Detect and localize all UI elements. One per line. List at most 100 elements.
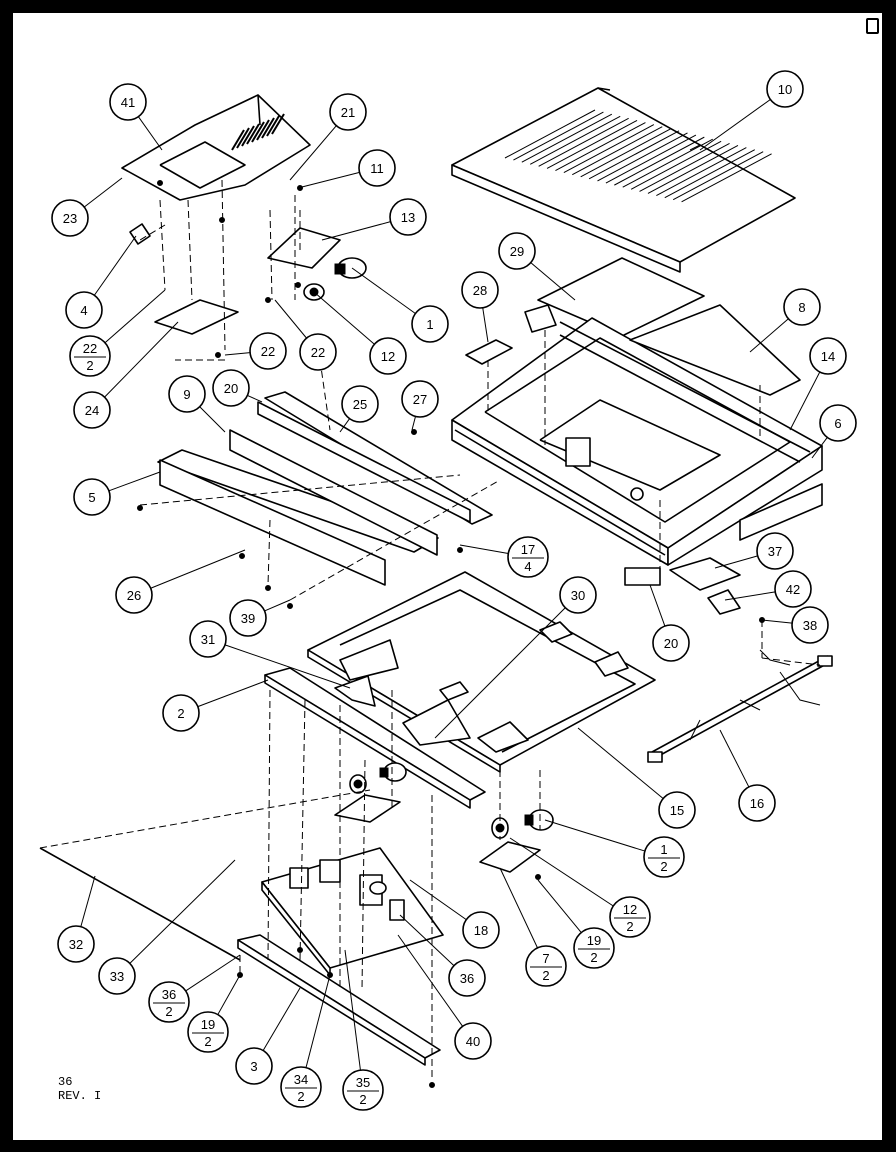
callout-number: 2 [177, 706, 184, 721]
callout-number: 24 [85, 403, 99, 418]
part-9-rail [229, 429, 438, 556]
callout-number: 15 [670, 803, 684, 818]
callout-quantity: 4 [524, 559, 531, 574]
callout-quantity: 2 [204, 1034, 211, 1049]
callout-quantity: 2 [165, 1004, 172, 1019]
callout-number: 20 [224, 381, 238, 396]
callout-21: 21 [329, 93, 367, 131]
part-20-rail [257, 401, 471, 523]
callout-number: 34 [294, 1072, 308, 1087]
callout-number: 28 [473, 283, 487, 298]
callout-15: 15 [658, 791, 696, 829]
callout-32: 32 [57, 925, 95, 963]
part-37-block [669, 557, 741, 591]
page-code: 36 REV. I [58, 1075, 101, 1103]
callout-number: 5 [88, 490, 95, 505]
callout-25: 25 [341, 385, 379, 423]
callout-4: 4 [65, 291, 103, 329]
callout-13: 13 [389, 198, 427, 236]
callout-number: 4 [80, 303, 87, 318]
part-10-top-grille [451, 87, 796, 273]
callout-number: 18 [474, 923, 488, 938]
part-5-front [159, 459, 386, 586]
part-5-rail [157, 449, 439, 553]
part-13-bracket [267, 227, 341, 269]
callout-9: 9 [168, 375, 206, 413]
part-7-bracket [479, 841, 541, 873]
callout-23: 23 [51, 199, 89, 237]
callout-number: 8 [798, 300, 805, 315]
callout-22a: 22 [249, 332, 287, 370]
callout-10: 10 [766, 70, 804, 108]
callout-number: 40 [466, 1034, 480, 1049]
callout-5: 5 [73, 478, 111, 516]
callout-12-2: 122 [609, 896, 651, 938]
callout-number: 41 [121, 95, 135, 110]
callout-42: 42 [774, 570, 812, 608]
callout-1: 1 [411, 305, 449, 343]
callout-number: 14 [821, 349, 835, 364]
callout-number: 19 [587, 933, 601, 948]
callout-16: 16 [738, 784, 776, 822]
callout-number: 11 [370, 161, 384, 176]
callout-number: 20 [664, 636, 678, 651]
callout-17-4: 174 [507, 536, 549, 578]
callout-22-2: 222 [69, 335, 111, 377]
callout-number: 10 [778, 82, 792, 97]
callout-number: 35 [356, 1075, 370, 1090]
callout-number: 38 [803, 618, 817, 633]
callout-8: 8 [783, 288, 821, 326]
callout-number: 6 [834, 416, 841, 431]
callout-35-2: 352 [342, 1069, 384, 1111]
part-41-housing [121, 94, 311, 201]
callout-number: 16 [750, 796, 764, 811]
callout-11: 11 [358, 149, 396, 187]
callout-number: 22 [311, 345, 325, 360]
callout-number: 23 [63, 211, 77, 226]
callout-24: 24 [73, 391, 111, 429]
callout-22b: 22 [299, 333, 337, 371]
callout-number: 22 [83, 341, 97, 356]
callout-number: 9 [183, 387, 190, 402]
callout-38: 38 [791, 606, 829, 644]
callout-number: 19 [201, 1017, 215, 1032]
part-28-label [465, 339, 513, 365]
callout-26: 26 [115, 576, 153, 614]
revision-label: REV. I [58, 1089, 102, 1103]
callout-number: 39 [241, 611, 255, 626]
callout-36-2: 362 [148, 981, 190, 1023]
callout-number: 36 [460, 971, 474, 986]
callout-34-2: 342 [280, 1066, 322, 1108]
corner-mark [866, 18, 879, 34]
callout-number: 7 [542, 951, 549, 966]
part-1-bulb-3 [379, 762, 407, 782]
callout-number: 1 [660, 842, 667, 857]
part-3-rail [237, 934, 441, 1066]
callout-quantity: 2 [626, 919, 633, 934]
callout-number: 13 [401, 210, 415, 225]
callout-19-2b: 192 [187, 1011, 229, 1053]
callout-2: 2 [162, 694, 200, 732]
callout-7-2: 72 [525, 945, 567, 987]
callout-number: 42 [786, 582, 800, 597]
callout-19-2a: 192 [573, 927, 615, 969]
part-24-bracket [154, 299, 239, 335]
part-42-clip [707, 589, 741, 615]
callout-20a: 20 [212, 369, 250, 407]
callout-number: 12 [381, 349, 395, 364]
part-7-bracket-2 [334, 794, 401, 823]
callout-41: 41 [109, 83, 147, 121]
part-16-harness [647, 649, 833, 763]
callout-1-2: 12 [643, 836, 685, 878]
callout-31: 31 [189, 620, 227, 658]
callout-29: 29 [498, 232, 536, 270]
callout-37: 37 [756, 532, 794, 570]
callout-33: 33 [98, 957, 136, 995]
callout-number: 12 [623, 902, 637, 917]
callout-number: 33 [110, 969, 124, 984]
part-2-rail [264, 667, 486, 809]
part-1-bulb-2 [524, 809, 554, 831]
callout-number: 22 [261, 344, 275, 359]
callout-number: 29 [510, 244, 524, 259]
